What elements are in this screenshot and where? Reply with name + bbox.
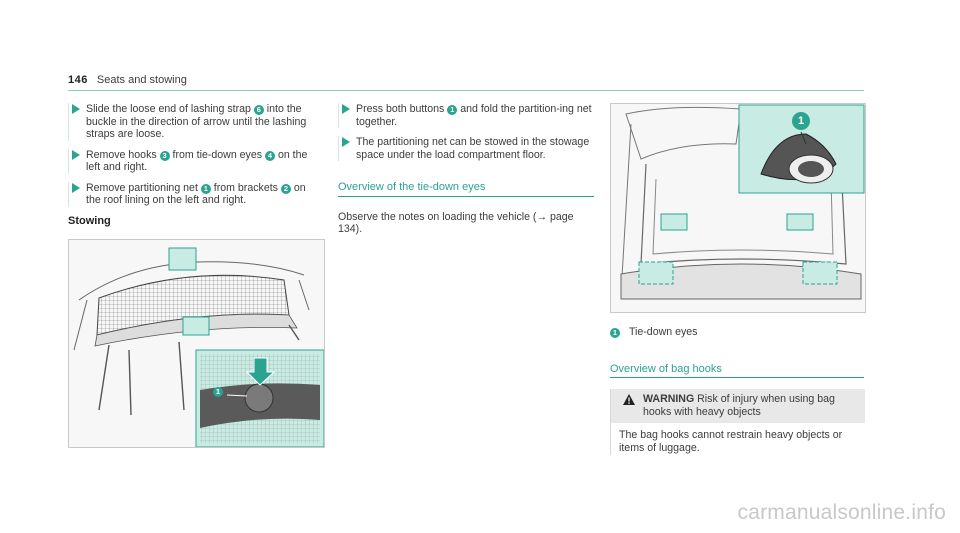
page-number: 146 [68,74,88,86]
caption-text: Tie-down eyes [628,326,698,338]
section-heading-bag-hooks: Overview of bag hooks [610,363,864,378]
warning-box: WARNING Risk of injury when using bag ho… [610,389,865,455]
page-header: 146 Seats and stowing [68,74,864,91]
instruction-step: Slide the loose end of lashing strap 6 i… [68,103,323,141]
figure-callout: 1 [213,387,223,397]
callout-number: 1 [200,183,211,194]
section-title: Seats and stowing [96,74,187,86]
callout-number: 1 [447,105,458,115]
arrow-icon [72,149,80,160]
figure-tie-down-eyes: 1 [610,103,866,313]
arrow-icon [342,104,350,114]
callout-number: 6 [253,105,264,115]
subheading-stowing: Stowing [68,214,111,227]
column-left: Slide the loose end of lashing strap 6 i… [68,103,323,237]
arrow-icon [342,137,350,147]
callout-number: 4 [265,150,275,161]
instruction-step: Press both buttons 1 and fold the partit… [338,103,594,128]
watermark: carmanualsonline.info [737,501,946,524]
paragraph: Observe the notes on loading the vehicle… [338,210,574,236]
instruction-step: Remove hooks 3 from tie-down eyes 4 on t… [68,148,323,174]
callout-number: 3 [159,150,170,161]
warning-title: Risk of injury when using bag hooks with… [643,393,835,418]
load-compartment-illustration [611,104,865,312]
column-right: 1 Tie-down eyes Overview of bag hooks [610,326,864,378]
warning-label: WARNING [643,393,695,405]
section-heading-tie-down-eyes: Overview of the tie-down eyes [338,181,594,197]
arrow-icon [72,182,80,193]
column-middle: Press both buttons 1 and fold the partit… [338,103,594,236]
warning-header: WARNING Risk of injury when using bag ho… [611,389,865,423]
instruction-step: The partitioning net can be stowed in th… [338,136,594,161]
warning-body: The bag hooks cannot restrain heavy obje… [619,429,843,454]
warning-triangle-icon [623,394,635,405]
figure-caption: 1 Tie-down eyes [610,326,864,339]
instruction-step: Remove partitioning net 1 from brackets … [68,181,323,207]
figure-callout: 1 [792,112,810,130]
caption-number: 1 [610,328,620,338]
figure-partition-net: 1 [68,239,325,448]
callout-number: 2 [280,183,291,194]
net-illustration [69,240,324,447]
arrow-icon [72,104,80,114]
